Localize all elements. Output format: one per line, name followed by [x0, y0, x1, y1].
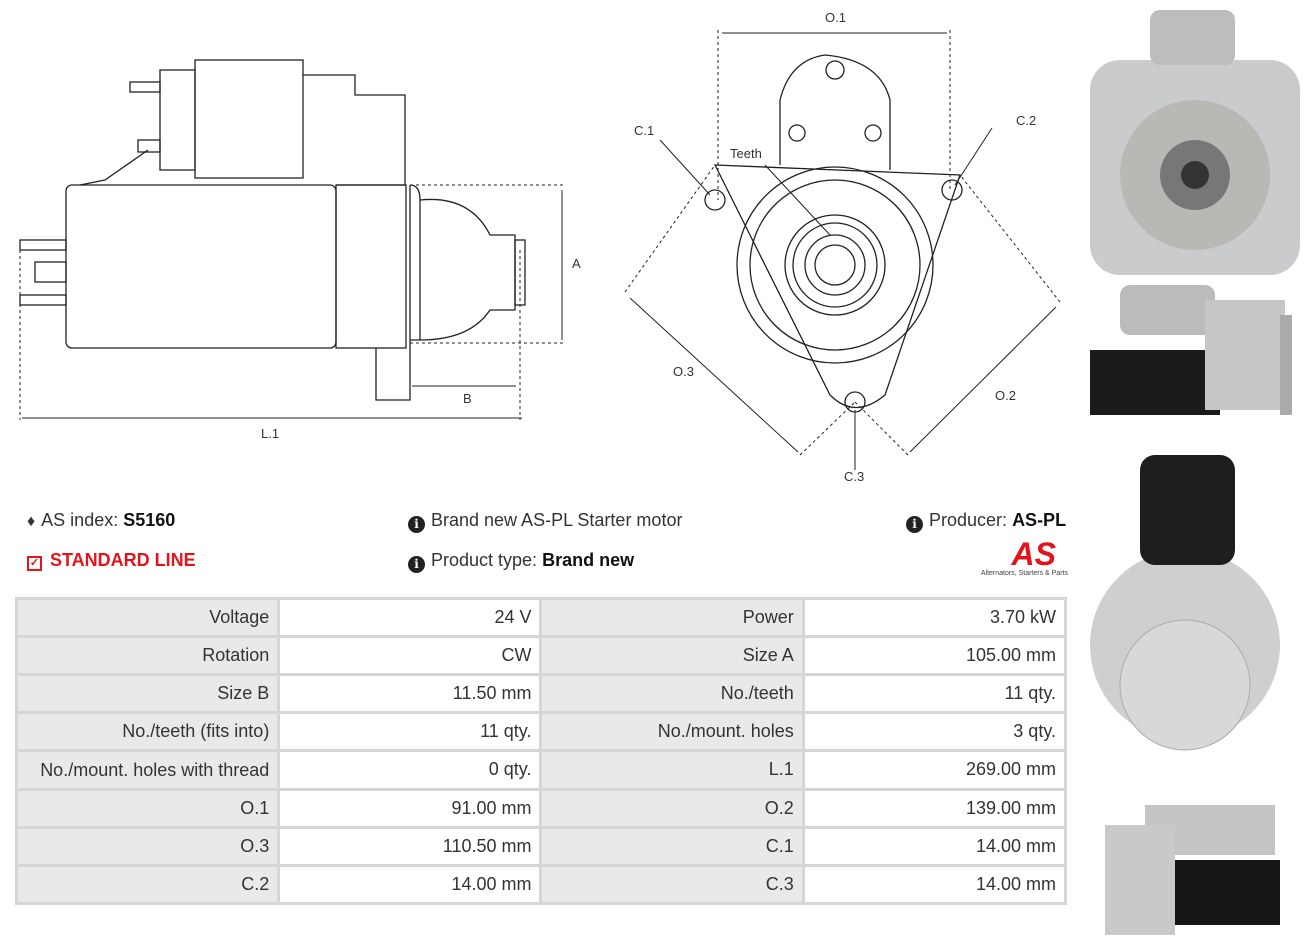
product-photos — [1090, 10, 1300, 935]
spec-label: O.3 — [14, 826, 281, 867]
spec-value: 24 V — [277, 597, 543, 638]
spec-value: 139.00 mm — [801, 788, 1068, 829]
dim-label-c2: C.2 — [1016, 113, 1036, 128]
spec-label: C.1 — [539, 826, 805, 867]
checkbox-icon: ✓ — [27, 556, 42, 571]
spec-value: CW — [277, 635, 543, 676]
standard-line: ✓ STANDARD LINE — [27, 550, 196, 571]
as-logo: AS Alternators, Starters & Parts — [966, 538, 1068, 577]
side-view-drawing: A B L.1 — [19, 59, 581, 441]
producer-value: AS-PL — [1012, 510, 1067, 530]
logo-text: AS — [1011, 536, 1056, 572]
dim-label-o3: O.3 — [673, 364, 694, 379]
photo-side — [1090, 285, 1292, 415]
photo-angle — [1105, 805, 1280, 935]
spec-label: O.2 — [539, 788, 805, 829]
spec-value: 14.00 mm — [801, 864, 1068, 905]
type-label: Product type: — [431, 550, 538, 570]
dim-label-o1: O.1 — [825, 10, 846, 25]
spec-value: 11.50 mm — [277, 673, 543, 714]
line-label: STANDARD LINE — [50, 550, 196, 570]
spec-label: Size B — [14, 673, 281, 714]
type-value: Brand new — [542, 550, 635, 570]
spec-label: O.1 — [14, 788, 281, 829]
dim-label-a: A — [572, 256, 581, 271]
info-icon: i — [906, 516, 923, 533]
spec-value: 11 qty. — [801, 673, 1068, 714]
spec-value: 110.50 mm — [277, 826, 543, 867]
photo-front — [1090, 10, 1300, 275]
spec-value: 0 qty. — [277, 749, 543, 791]
producer-label: Producer: — [929, 510, 1008, 530]
logo-tagline: Alternators, Starters & Parts — [980, 570, 1068, 577]
spec-value: 14.00 mm — [277, 864, 543, 905]
description-text: Brand new AS-PL Starter motor — [431, 510, 683, 530]
spec-label: No./teeth — [539, 673, 805, 714]
index-value: S5160 — [123, 510, 176, 530]
teeth-label: Teeth — [730, 146, 762, 161]
spec-label: L.1 — [539, 749, 805, 791]
spec-value: 14.00 mm — [801, 826, 1068, 867]
dim-label-l1: L.1 — [261, 426, 279, 441]
spec-value: 3 qty. — [801, 711, 1068, 752]
dim-label-o2: O.2 — [995, 388, 1016, 403]
spec-label: C.2 — [14, 864, 281, 905]
spec-label: No./teeth (fits into) — [14, 711, 281, 752]
spec-value: 11 qty. — [277, 711, 543, 752]
front-view-drawing: O.1 O.2 O.3 C.1 C.2 C.3 Teeth — [624, 10, 1061, 484]
photo-rear — [1090, 455, 1280, 751]
spec-label: Voltage — [14, 597, 281, 638]
info-icon: i — [408, 556, 425, 573]
spec-value: 269.00 mm — [801, 749, 1068, 791]
tags-icon: ♦ — [27, 513, 36, 530]
spec-label: No./mount. holes with thread — [14, 749, 281, 791]
dim-label-c3: C.3 — [844, 469, 864, 484]
table-row: No./teeth (fits into)11 qty.No./mount. h… — [14, 711, 1068, 752]
spec-value: 105.00 mm — [801, 635, 1068, 676]
dim-label-b: B — [463, 391, 472, 406]
description: i Brand new AS-PL Starter motor — [408, 510, 682, 533]
spec-label: Size A — [539, 635, 805, 676]
dim-label-c1: C.1 — [634, 123, 654, 138]
spec-value: 91.00 mm — [277, 788, 543, 829]
spec-label: C.3 — [539, 864, 805, 905]
producer: i Producer: AS-PL — [906, 510, 1066, 533]
spec-label: Power — [539, 597, 805, 638]
as-index: ♦ AS index: S5160 — [27, 510, 175, 531]
index-label: AS index: — [41, 510, 119, 530]
spec-label: Rotation — [14, 635, 281, 676]
product-type: i Product type: Brand new — [408, 550, 634, 573]
info-icon: i — [408, 516, 425, 533]
spec-label: No./mount. holes — [539, 711, 805, 752]
spec-value: 3.70 kW — [801, 597, 1068, 638]
